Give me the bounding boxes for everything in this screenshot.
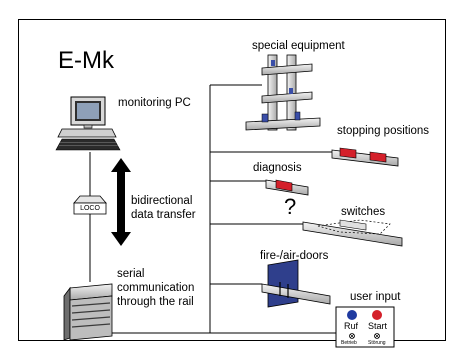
serial-label: serial [117, 268, 145, 280]
ruf-button-icon [347, 310, 357, 320]
data-transfer-label: data transfer [131, 209, 196, 221]
double-arrow-icon [111, 158, 131, 246]
start-label: Start [368, 321, 388, 331]
switches-label: switches [341, 206, 386, 218]
monitoring-pc-icon [55, 96, 121, 151]
communication-label: communication [117, 282, 195, 294]
start-button-icon [372, 310, 382, 320]
betrieb-label: Betrieb [341, 340, 357, 346]
user-input-label: user input [350, 291, 401, 303]
through-rail-label: through the rail [117, 296, 194, 308]
stoerung-label: Störung [368, 340, 386, 346]
special-equipment-label: special equipment [252, 40, 345, 52]
main-rail-icon [63, 283, 113, 341]
stopping-positions-label: stopping positions [337, 125, 430, 137]
loco-box-icon [73, 195, 107, 215]
user-input-panel-icon [335, 306, 395, 348]
outer-frame [18, 19, 446, 341]
question-mark-icon: ? [284, 194, 297, 219]
special-equipment-icon [245, 54, 321, 131]
page-title: E-Mk [58, 47, 114, 74]
loco-label: LOCO [80, 205, 100, 212]
diagnosis-icon [265, 179, 309, 196]
fire-air-doors-icon [261, 259, 331, 308]
monitoring-pc-label: monitoring PC [118, 97, 191, 109]
distribution-bus [112, 84, 336, 334]
diagnosis-label: diagnosis [253, 162, 302, 174]
ruf-label: Ruf [344, 321, 359, 331]
bidirectional-label: bidirectional [131, 195, 193, 207]
fire-air-doors-label: fire-/air-doors [260, 250, 329, 262]
switches-icon [302, 219, 403, 247]
stopping-positions-icon [331, 147, 399, 167]
